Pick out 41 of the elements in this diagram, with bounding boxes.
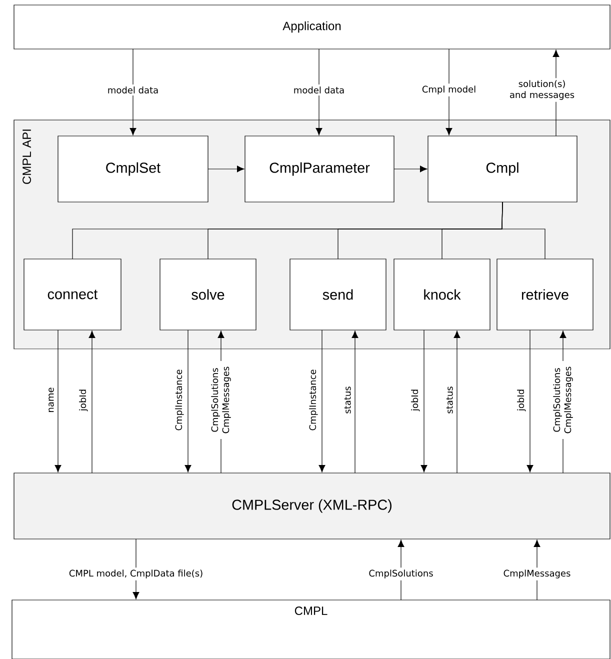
edge-label: model data (108, 86, 158, 94)
class-box: CmplParameter (244, 136, 394, 202)
arrow (184, 330, 192, 472)
edge-label: jobId (79, 390, 88, 412)
method-box: knock (394, 258, 490, 330)
arrow (130, 48, 136, 136)
arrow (54, 330, 62, 472)
server-box: CMPLServer (XML-RPC) (14, 472, 610, 540)
arrow (208, 166, 244, 172)
method-box: connect (24, 258, 122, 330)
arrow (88, 330, 96, 474)
class-box: Cmpl (428, 136, 578, 202)
arrow (454, 330, 460, 474)
arrow (420, 330, 428, 472)
arrow (526, 330, 534, 472)
edge-label: CmplSolutions CmplMessages (211, 366, 231, 434)
method-box: retrieve (496, 258, 594, 330)
arrow (318, 330, 326, 472)
edge-label: CmplSolutions (369, 570, 433, 578)
arrow (394, 166, 428, 172)
method-box: solve (160, 258, 256, 330)
edge-label: status (446, 386, 453, 414)
edge-label: CmplMessages (504, 570, 570, 578)
edge-label: jobId (411, 390, 420, 412)
edge-label: CMPL model, CmplData file(s) (69, 570, 202, 578)
arrow (446, 48, 452, 136)
edge-label: status (344, 386, 351, 414)
edge-label: CmplInstance (175, 370, 184, 430)
arrow (316, 48, 322, 136)
edge-label: CmplInstance (309, 370, 318, 430)
class-box: CmplSet (58, 136, 208, 202)
application-box: Application (14, 4, 610, 50)
edge-label: Cmpl model (422, 86, 476, 94)
edge-label: jobId (517, 390, 526, 412)
method-box: send (290, 258, 386, 330)
edge-label: CmplSolutions CmplMessages (553, 366, 573, 434)
edge-label: name (48, 388, 54, 412)
cmpl-box: CMPL (12, 600, 610, 659)
edge-label: model data (294, 86, 344, 94)
edge-label: solution(s) and messages (510, 80, 574, 100)
arrow (352, 330, 358, 474)
